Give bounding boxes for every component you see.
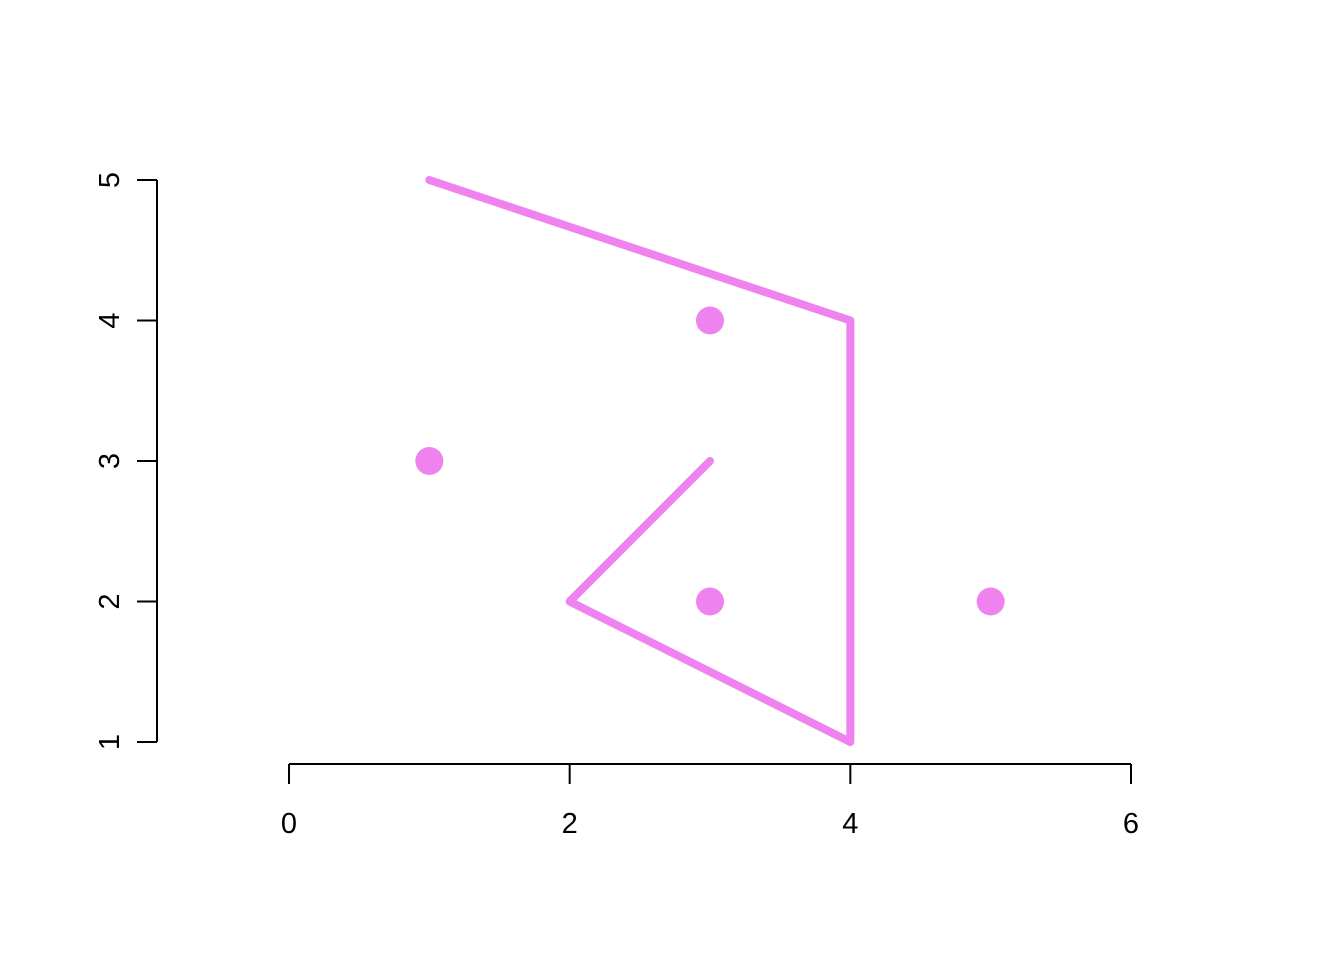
data-point — [696, 587, 724, 616]
y-tick-label: 1 — [94, 734, 126, 750]
x-tick-label: 6 — [1123, 808, 1139, 840]
x-tick-label: 2 — [562, 808, 578, 840]
y-tick-label: 2 — [94, 593, 126, 609]
data-point — [976, 587, 1005, 616]
y-tick-label: 5 — [94, 172, 126, 188]
data-point — [696, 306, 724, 335]
plot-lines — [425, 176, 855, 746]
y-tick-label: 4 — [94, 312, 126, 328]
data-point — [415, 447, 444, 475]
y-axis: 1 2 3 4 5 — [94, 172, 158, 750]
y-tick-label: 3 — [94, 453, 126, 469]
x-tick-label: 4 — [842, 808, 858, 840]
x-tick-label: 0 — [281, 808, 297, 840]
x-axis: 0 2 4 6 — [281, 763, 1139, 840]
series-line — [425, 176, 855, 746]
plot-points — [415, 306, 1005, 616]
